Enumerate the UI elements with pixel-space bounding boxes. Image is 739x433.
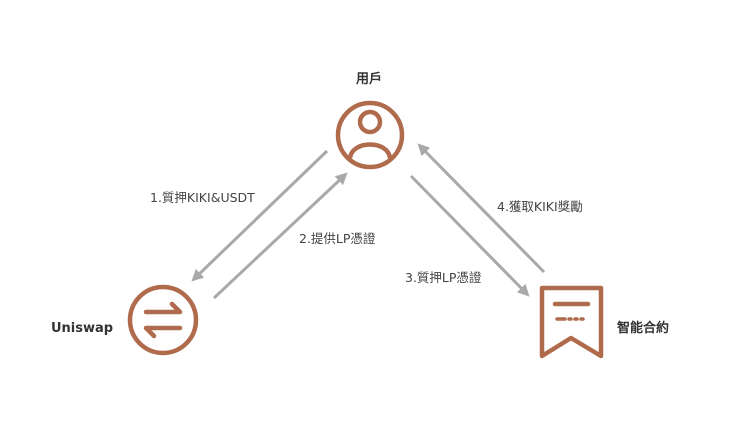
user-icon [335,100,405,170]
contract-label: 智能合約 [617,320,669,336]
arrow-uniswap-to-user [212,172,348,300]
edge-label-2: 2.提供LP憑證 [299,231,376,246]
edge-arrows [191,143,546,300]
edge-label-4: 4.獲取KIKI獎勵 [497,199,583,214]
arrow-user-to-contract [409,174,530,297]
edge-label-1: 1.質押KIKI&USDT [150,190,255,205]
arrow-user-to-uniswap [191,149,329,282]
contract-bookmark-icon [539,285,604,359]
edge-label-3: 3.質押LP憑證 [405,270,482,285]
arrow-contract-to-user [417,143,546,274]
uniswap-label: Uniswap [51,321,113,336]
user-label: 用戶 [355,71,382,87]
swap-arrows-icon [127,284,199,356]
